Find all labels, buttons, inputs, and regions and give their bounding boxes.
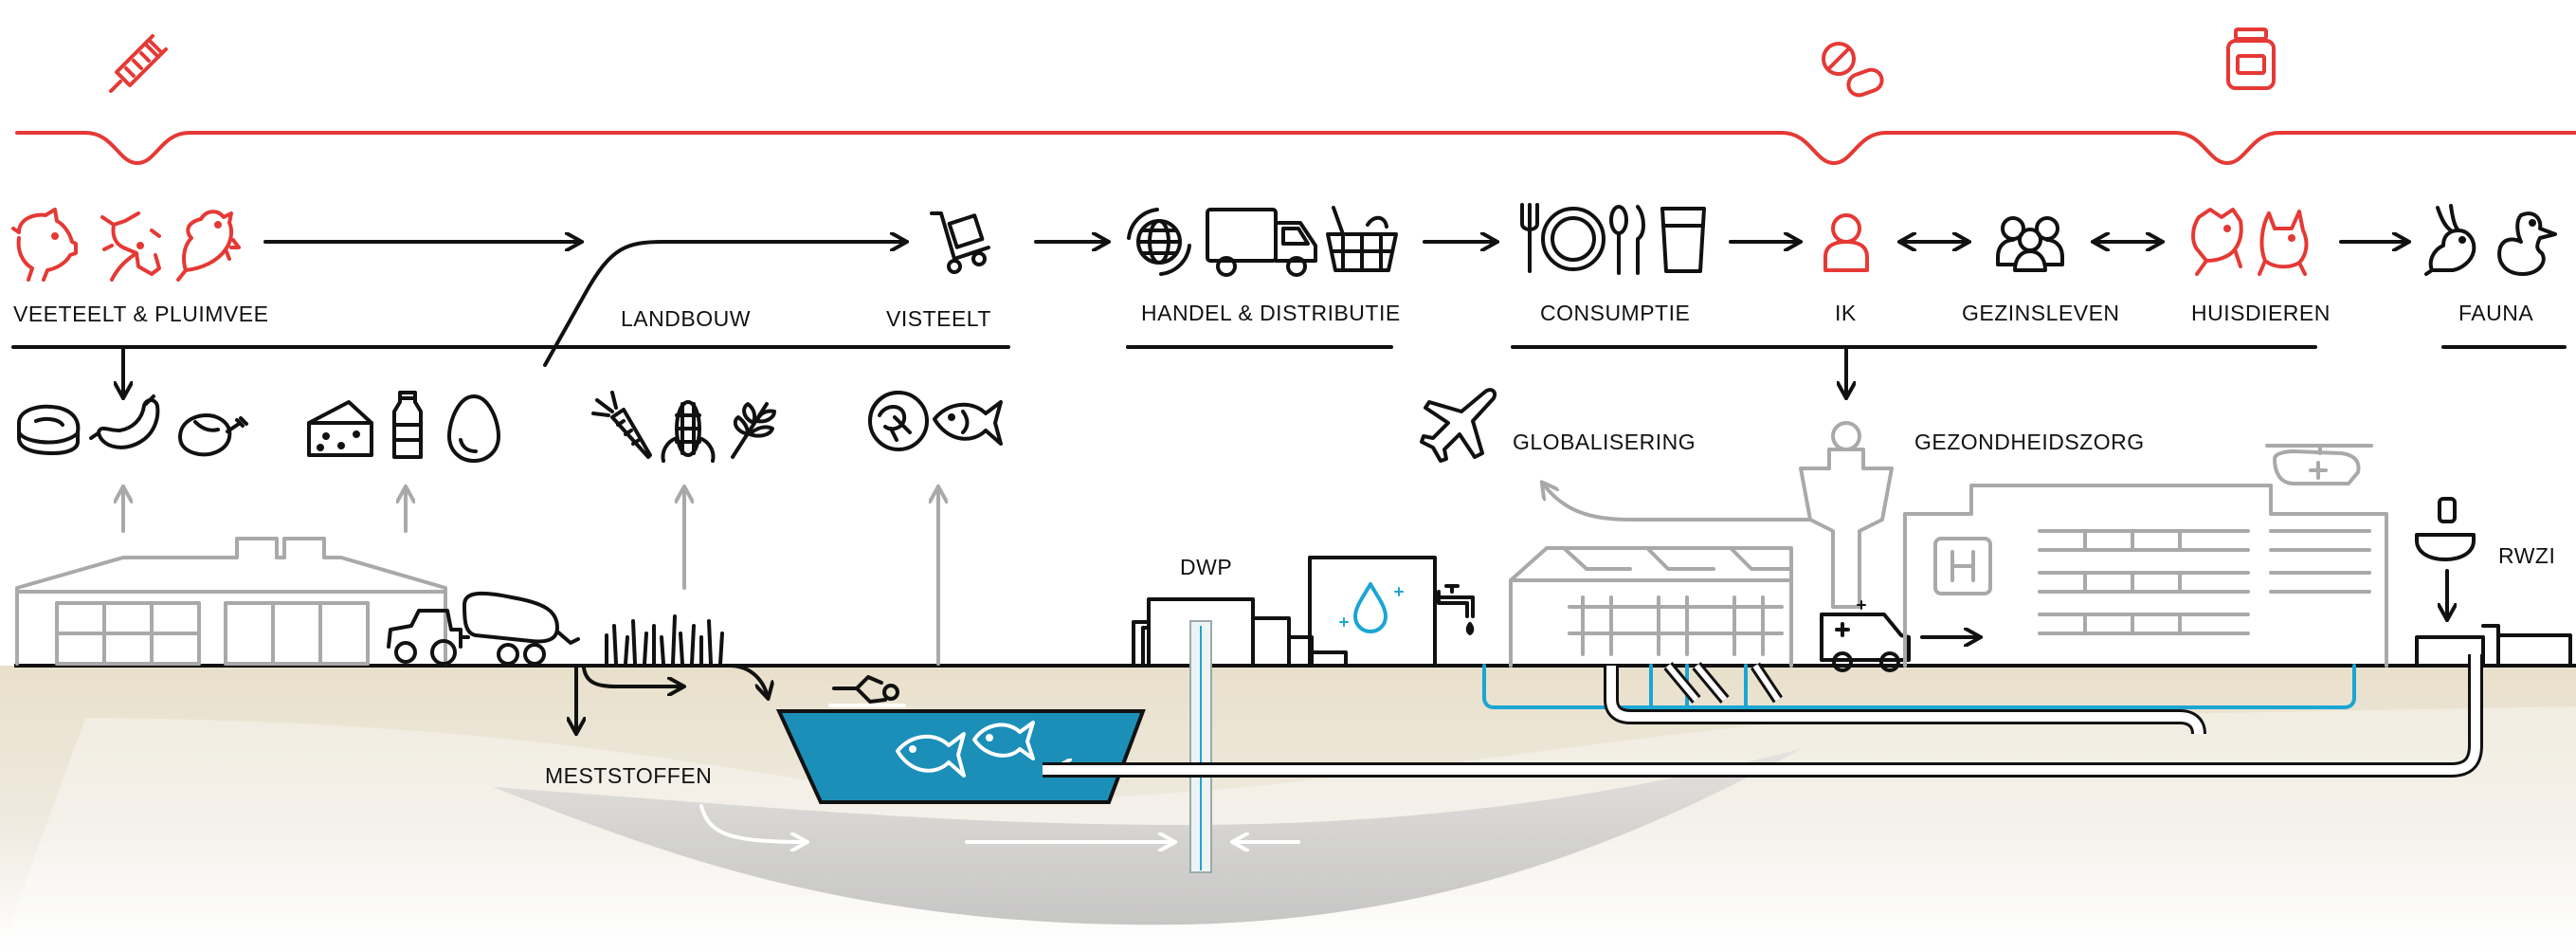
pills-icon bbox=[1822, 42, 1884, 98]
globe-icon bbox=[1127, 208, 1191, 276]
runoff-arrow bbox=[582, 666, 682, 687]
swimmer-icon bbox=[828, 675, 906, 707]
crops-field bbox=[605, 614, 724, 666]
label-dwp: DWP bbox=[1180, 555, 1232, 579]
label-rwzi: RWZI bbox=[2498, 543, 2555, 568]
fork-icon bbox=[1520, 203, 1539, 273]
rabbit-icon bbox=[2424, 204, 2476, 276]
label-landbouw: LANDBOUW bbox=[621, 306, 751, 331]
label-fauna: FAUNA bbox=[2458, 301, 2533, 325]
supplement-jar-icon bbox=[2226, 27, 2276, 90]
label-gezondheidszorg: GEZONDHEIDSZORG bbox=[1914, 430, 2145, 454]
sewer-network bbox=[1043, 654, 2483, 778]
corn-icon bbox=[661, 400, 716, 463]
pig-icon bbox=[11, 208, 78, 282]
truck-icon bbox=[1206, 208, 1317, 277]
globalisation-arrow bbox=[1543, 484, 1812, 522]
sausage-icon bbox=[89, 394, 160, 449]
airplane-icon bbox=[1420, 388, 1497, 463]
label-visteelt: VISTEELT bbox=[886, 306, 991, 331]
label-meststoffen: MESTSTOFFEN bbox=[545, 763, 712, 788]
residential-building bbox=[1509, 546, 1793, 668]
cat-icon bbox=[2258, 210, 2309, 276]
basket-icon bbox=[1326, 206, 1398, 272]
fish-icon bbox=[933, 400, 1003, 446]
duck-icon bbox=[2497, 211, 2557, 276]
knife-spoon-icon bbox=[1609, 205, 1645, 275]
syringe-icon bbox=[109, 34, 168, 93]
medication-contour-line bbox=[15, 131, 2576, 165]
roast-chicken-icon bbox=[178, 413, 248, 457]
wheat-icon bbox=[731, 402, 776, 459]
water-drop-icon bbox=[1339, 582, 1404, 633]
pond-fish-icon bbox=[972, 721, 1035, 760]
egg-icon bbox=[447, 394, 500, 463]
hand-truck-icon bbox=[930, 211, 990, 274]
label-huisdieren: HUISDIEREN bbox=[2191, 301, 2331, 325]
tractor-icon bbox=[387, 591, 580, 666]
glass-icon bbox=[1660, 207, 1706, 273]
hospital-building bbox=[1903, 444, 2388, 668]
person-icon bbox=[1823, 213, 1869, 272]
chicken-icon bbox=[176, 210, 241, 282]
flow-curve-landbouw bbox=[543, 242, 905, 367]
carrot-icon bbox=[591, 391, 652, 459]
label-consumptie: CONSUMPTIE bbox=[1540, 301, 1690, 325]
cheese-icon bbox=[307, 400, 373, 457]
milk-bottle-icon bbox=[392, 391, 423, 459]
shrimp-icon bbox=[868, 391, 929, 451]
plate-icon bbox=[1541, 207, 1605, 271]
pond-fish-icon bbox=[896, 732, 966, 778]
sink-icon bbox=[2415, 497, 2476, 561]
runoff-arrow bbox=[582, 664, 768, 697]
fish-pond bbox=[775, 709, 1146, 804]
control-tower bbox=[1799, 421, 1894, 609]
family-icon bbox=[1996, 216, 2064, 272]
well-pipe bbox=[1189, 620, 1212, 873]
label-handel: HANDEL & DISTRIBUTIE bbox=[1141, 301, 1401, 325]
farm-building bbox=[15, 537, 447, 666]
label-globalisering: GLOBALISERING bbox=[1513, 430, 1696, 454]
label-ik: IK bbox=[1835, 301, 1857, 325]
water-treatment-plant bbox=[1132, 556, 1437, 668]
wastewater-treatment-plant bbox=[2415, 624, 2572, 668]
dog-icon bbox=[2191, 208, 2243, 276]
steak-icon bbox=[17, 404, 81, 455]
cow-icon bbox=[100, 211, 161, 282]
underground-flow-arrow bbox=[699, 804, 806, 842]
ambulance-icon bbox=[1820, 600, 1911, 672]
faucet-icon bbox=[1437, 584, 1475, 635]
label-gezinsleven: GEZINSLEVEN bbox=[1962, 301, 2120, 325]
label-veeteelt: VEETEELT & PLUIMVEE bbox=[13, 302, 268, 326]
